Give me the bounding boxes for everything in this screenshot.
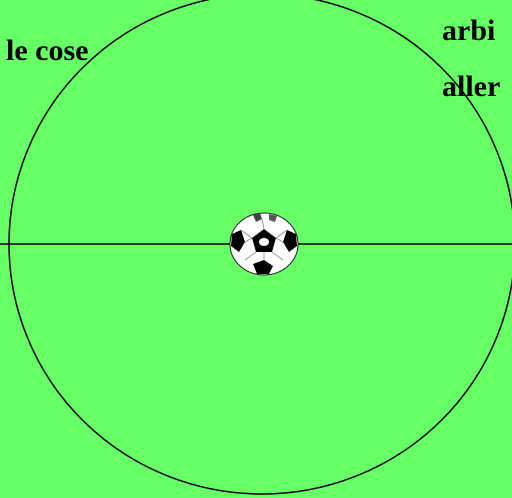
- soccer-ball-icon[interactable]: [229, 212, 299, 276]
- label-arbi: arbi: [442, 16, 495, 46]
- label-aller: aller: [442, 72, 500, 102]
- label-le-cose: le cose: [6, 36, 88, 66]
